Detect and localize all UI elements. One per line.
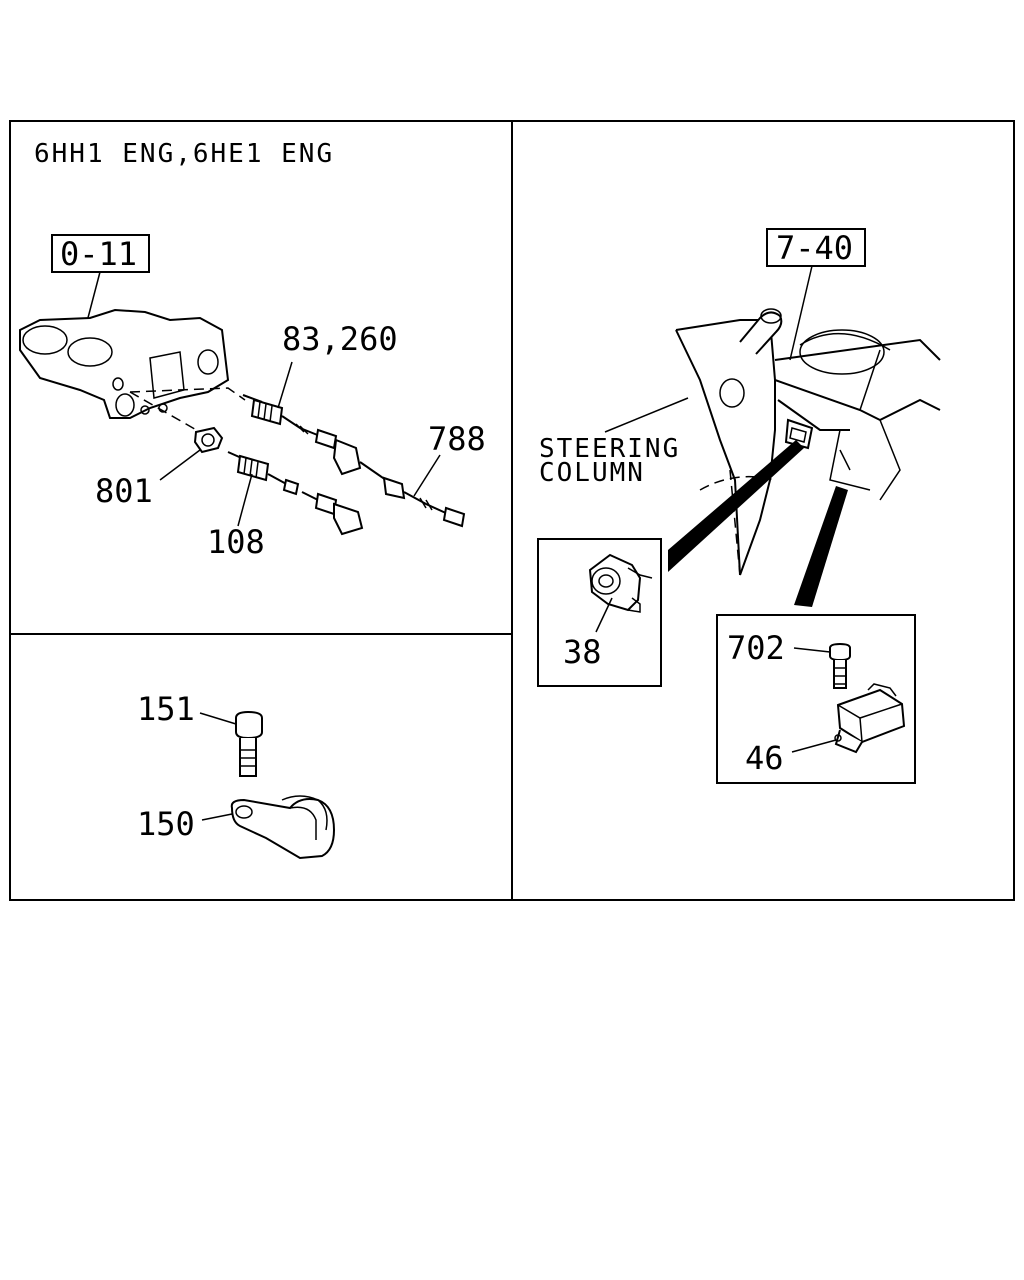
inset-box-38 xyxy=(537,538,662,687)
leader-line-46 xyxy=(791,739,837,753)
part-46-relay[interactable] xyxy=(834,683,906,754)
leader-line-108 xyxy=(237,473,253,527)
callout-46: 46 xyxy=(745,739,784,777)
part-83-260-sensor[interactable] xyxy=(242,394,362,476)
leader-line-83-260 xyxy=(277,361,293,409)
leader-line-38 xyxy=(595,597,613,633)
pointer-wedge-38 xyxy=(668,440,804,572)
part-702-bolt[interactable] xyxy=(829,642,851,689)
reference-label-7-40: 7-40 xyxy=(776,229,853,267)
part-108-sensor[interactable] xyxy=(227,451,364,536)
steering-label-line1: STEERING xyxy=(539,434,680,464)
reference-label-0-11: 0-11 xyxy=(60,235,137,273)
leader-line-801 xyxy=(159,449,201,481)
panel-frame xyxy=(9,120,1015,901)
part-801-plug[interactable] xyxy=(193,426,224,454)
callout-801: 801 xyxy=(95,472,153,510)
leader-line-150 xyxy=(201,813,233,821)
callout-83-260: 83,260 xyxy=(282,320,398,358)
leader-line-151 xyxy=(199,712,237,725)
reference-box-7-40[interactable]: 7-40 xyxy=(766,228,866,267)
steering-column-assembly xyxy=(675,308,941,576)
part-150-clip[interactable] xyxy=(230,795,336,860)
leader-line-7-40 xyxy=(789,265,813,361)
engine-title: 6HH1 ENG,6HE1 ENG xyxy=(34,139,334,169)
leader-line-702 xyxy=(793,647,831,653)
leader-line-788 xyxy=(413,454,441,497)
callout-151: 151 xyxy=(137,690,195,728)
steering-label-line2: COLUMN xyxy=(539,458,645,488)
callout-702: 702 xyxy=(727,629,785,667)
part-151-bolt[interactable] xyxy=(235,710,263,777)
reference-box-0-11[interactable]: 0-11 xyxy=(51,234,150,273)
callout-150: 150 xyxy=(137,805,195,843)
engine-block xyxy=(19,308,246,433)
part-788-harness[interactable] xyxy=(359,461,466,528)
callout-788: 788 xyxy=(428,420,486,458)
leader-line-steering xyxy=(604,397,689,433)
part-38-switch[interactable] xyxy=(588,553,653,613)
inset-box-702-46 xyxy=(716,614,916,784)
callout-108: 108 xyxy=(207,523,265,561)
callout-38: 38 xyxy=(563,633,602,671)
pointer-wedge-702 xyxy=(794,486,848,607)
